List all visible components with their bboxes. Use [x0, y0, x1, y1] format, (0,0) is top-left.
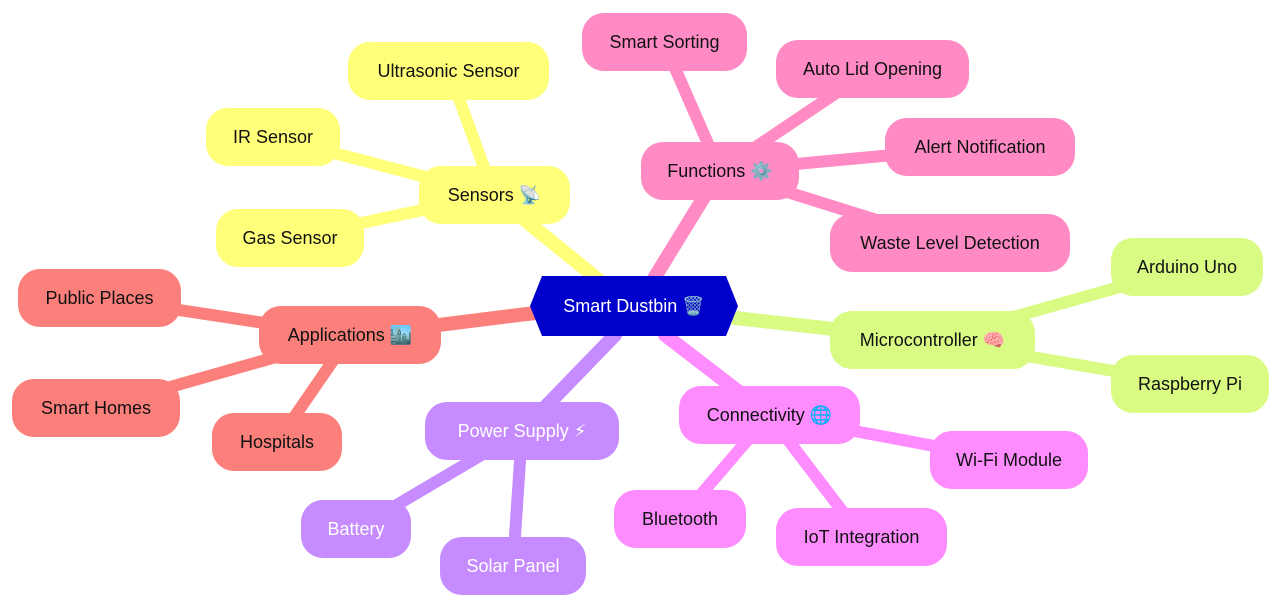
- branch-power-supply: Power Supply ⚡: [425, 402, 619, 460]
- branch-connectivity: Connectivity 🌐: [679, 386, 860, 444]
- leaf-iot-integration: IoT Integration: [776, 508, 947, 566]
- leaf-public-places: Public Places: [18, 269, 181, 327]
- leaf-gas-sensor-label: Gas Sensor: [242, 227, 338, 248]
- root-label: Smart Dustbin 🗑️: [563, 295, 705, 316]
- leaf-arduino-uno: Arduino Uno: [1111, 238, 1263, 296]
- leaf-public-places-label: Public Places: [45, 287, 154, 308]
- leaf-bluetooth-label: Bluetooth: [641, 508, 719, 529]
- leaf-smart-sorting: Smart Sorting: [582, 13, 747, 71]
- leaf-waste-level-detection-label: Waste Level Detection: [860, 232, 1040, 253]
- leaf-raspberry-pi-label: Raspberry Pi: [1137, 373, 1243, 394]
- leaf-battery-label: Battery: [327, 518, 385, 539]
- leaf-ir-sensor-label: IR Sensor: [232, 126, 314, 147]
- leaf-bluetooth: Bluetooth: [614, 490, 746, 548]
- leaf-ultrasonic-sensor: Ultrasonic Sensor: [348, 42, 549, 100]
- leaf-ultrasonic-sensor-label: Ultrasonic Sensor: [377, 60, 520, 81]
- branch-applications: Applications 🏙️: [259, 306, 441, 364]
- leaf-waste-level-detection: Waste Level Detection: [830, 214, 1070, 272]
- branch-applications-label: Applications 🏙️: [287, 324, 413, 345]
- leaf-auto-lid-opening-label: Auto Lid Opening: [802, 58, 943, 79]
- leaf-smart-homes: Smart Homes: [12, 379, 180, 437]
- branch-functions-label: Functions ⚙️: [667, 160, 773, 181]
- leaf-gas-sensor: Gas Sensor: [216, 209, 364, 267]
- leaf-iot-integration-label: IoT Integration: [803, 526, 920, 547]
- root-node: Smart Dustbin 🗑️: [530, 276, 738, 336]
- leaf-alert-notification-label: Alert Notification: [914, 136, 1046, 157]
- leaf-solar-panel: Solar Panel: [440, 537, 586, 595]
- leaf-arduino-uno-label: Arduino Uno: [1136, 256, 1238, 277]
- branch-power-supply-label: Power Supply ⚡: [457, 420, 587, 441]
- branch-connectivity-label: Connectivity 🌐: [706, 404, 833, 425]
- leaf-raspberry-pi: Raspberry Pi: [1111, 355, 1269, 413]
- branch-functions: Functions ⚙️: [641, 142, 799, 200]
- leaf-wi-fi-module: Wi-Fi Module: [930, 431, 1088, 489]
- leaf-auto-lid-opening: Auto Lid Opening: [776, 40, 969, 98]
- branch-sensors-label: Sensors 📡: [447, 184, 542, 205]
- leaf-battery: Battery: [301, 500, 411, 558]
- branch-microcontroller: Microcontroller 🧠: [830, 311, 1035, 369]
- leaf-hospitals-label: Hospitals: [239, 431, 315, 452]
- leaf-smart-homes-label: Smart Homes: [40, 397, 152, 418]
- leaf-alert-notification: Alert Notification: [885, 118, 1075, 176]
- branch-microcontroller-label: Microcontroller 🧠: [859, 329, 1006, 350]
- leaf-hospitals: Hospitals: [212, 413, 342, 471]
- branch-sensors: Sensors 📡: [419, 166, 570, 224]
- leaf-smart-sorting-label: Smart Sorting: [609, 31, 720, 52]
- leaf-solar-panel-label: Solar Panel: [466, 555, 560, 576]
- leaf-ir-sensor: IR Sensor: [206, 108, 340, 166]
- leaf-wi-fi-module-label: Wi-Fi Module: [955, 449, 1062, 470]
